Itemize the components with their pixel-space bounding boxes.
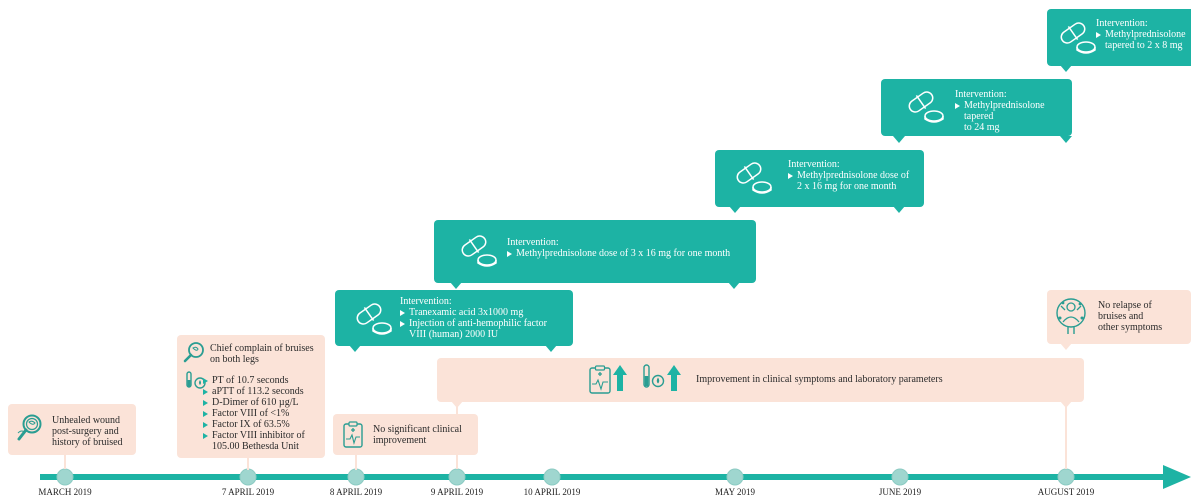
lab-result: aPTT of 113.2 seconds (212, 386, 304, 397)
intervention-item: Methylprednisolone (1105, 29, 1186, 40)
lab-result: PT of 10.7 seconds (212, 375, 289, 386)
tail-icon (349, 345, 361, 352)
lab-result: Factor IX of 63.5% (212, 419, 290, 430)
intervention-item: to 24 mg (964, 122, 1000, 133)
improvement-text: Improvement in clinical symptoms and lab… (696, 374, 943, 385)
intervention-card-3: Intervention: Methylprednisolone dose of… (715, 150, 924, 207)
event-text-line: history of bruised (52, 437, 123, 448)
intervention-item: tapered to 2 x 8 mg (1105, 40, 1183, 51)
test-tube-icon (184, 371, 206, 391)
pills-icon (355, 302, 393, 336)
stem-7-april (247, 458, 249, 470)
tail-icon (728, 282, 740, 289)
pills-icon (735, 161, 773, 195)
tail-icon (545, 345, 557, 352)
event-text-line: No relapse of (1098, 300, 1152, 311)
stem-8-april (355, 455, 357, 470)
event-text-line: other symptoms (1098, 322, 1163, 333)
magnifier-bruise-icon (183, 341, 205, 363)
timeline-axis (40, 474, 1168, 480)
date-label: MARCH 2019 (38, 487, 92, 497)
timeline-dot-may (726, 468, 744, 486)
intervention-heading: Intervention: (507, 237, 559, 248)
event-text-line: bruises and (1098, 311, 1144, 322)
stem-august (1065, 401, 1067, 469)
intervention-card-1: Intervention: Tranexamic acid 3x1000 mg … (335, 290, 573, 346)
timeline-dot-june (891, 468, 909, 486)
up-arrow-icon (613, 365, 627, 391)
event-improvement: Improvement in clinical symptoms and lab… (437, 358, 1084, 402)
event-text-line: No significant clinical (373, 424, 462, 435)
intervention-item: Injection of anti-hemophilic factor (409, 318, 548, 329)
timeline-arrowhead (1163, 465, 1191, 489)
date-label: 8 APRIL 2019 (329, 487, 383, 497)
event-no-relapse: No relapse of bruises and other symptoms (1047, 290, 1191, 344)
intervention-heading: Intervention: (1096, 18, 1148, 29)
timeline-dot-march (56, 468, 74, 486)
timeline-dot-august (1057, 468, 1075, 486)
tail-icon (893, 206, 905, 213)
event-chief-complaint: Chief complain of bruises on both legs P… (177, 335, 325, 458)
lab-result: Factor VIII of <1% (212, 408, 290, 419)
intervention-heading: Intervention: (400, 296, 452, 307)
lab-result: Factor VIII inhibitor of (212, 430, 305, 441)
pills-icon (907, 90, 945, 124)
event-text-line: on both legs (210, 354, 259, 365)
intervention-item: 2 x 16 mg for one month (797, 181, 897, 192)
test-tube-icon (641, 364, 665, 392)
date-label: 7 APRIL 2019 (221, 487, 275, 497)
date-label: MAY 2019 (714, 487, 756, 497)
timeline-dot-10-april (543, 468, 561, 486)
lab-result: 105.00 Bethesda Unit (212, 441, 299, 452)
date-label: 9 APRIL 2019 (430, 487, 484, 497)
timeline-dot-8-april (347, 468, 365, 486)
pills-icon (460, 234, 498, 268)
intervention-card-4: Intervention: Methylprednisolone tapered… (881, 79, 1072, 136)
intervention-heading: Intervention: (955, 89, 1007, 100)
event-text-line: improvement (373, 435, 427, 446)
intervention-heading: Intervention: (788, 159, 840, 170)
magnifier-wound-icon (16, 413, 44, 443)
date-label: 10 APRIL 2019 (523, 487, 581, 497)
event-text-line: post-surgery and (52, 426, 119, 437)
pills-icon (1059, 21, 1097, 55)
event-no-improvement: No significant clinical improvement (333, 414, 478, 455)
intervention-item: Methylprednisolone dose of (797, 170, 910, 181)
up-arrow-icon (667, 365, 681, 391)
timeline-dot-7-april (239, 468, 257, 486)
tail-icon (1060, 65, 1072, 72)
date-label: JUNE 2019 (878, 487, 922, 497)
stem-march (64, 455, 66, 469)
lab-result: D-Dimer of 610 µg/L (212, 397, 299, 408)
intervention-item: Tranexamic acid 3x1000 mg (409, 307, 524, 318)
intervention-item: Methylprednisolone tapered (964, 100, 1045, 122)
event-text-line: Chief complain of bruises (210, 343, 314, 354)
tail-icon (1060, 343, 1072, 350)
tail-icon (1060, 136, 1072, 143)
intervention-item: VIII (human) 2000 IU (409, 329, 499, 340)
intervention-card-5: Intervention: Methylprednisolone tapered… (1047, 9, 1191, 66)
event-unhealed-wound: Unhealed wound post-surgery and history … (8, 404, 136, 455)
clipboard-icon (343, 421, 363, 448)
intervention-card-2: Intervention: Methylprednisolone dose of… (434, 220, 756, 283)
clipboard-icon (589, 365, 611, 394)
tail-icon (450, 282, 462, 289)
intervention-item: Methylprednisolone dose of 3 x 16 mg for… (516, 248, 731, 259)
date-label: AUGUST 2019 (1037, 487, 1095, 497)
virus-person-icon (1054, 296, 1088, 336)
tail-icon (729, 206, 741, 213)
event-text-line: Unhealed wound (52, 415, 121, 426)
tail-icon (893, 136, 905, 143)
timeline-dot-9-april (448, 468, 466, 486)
